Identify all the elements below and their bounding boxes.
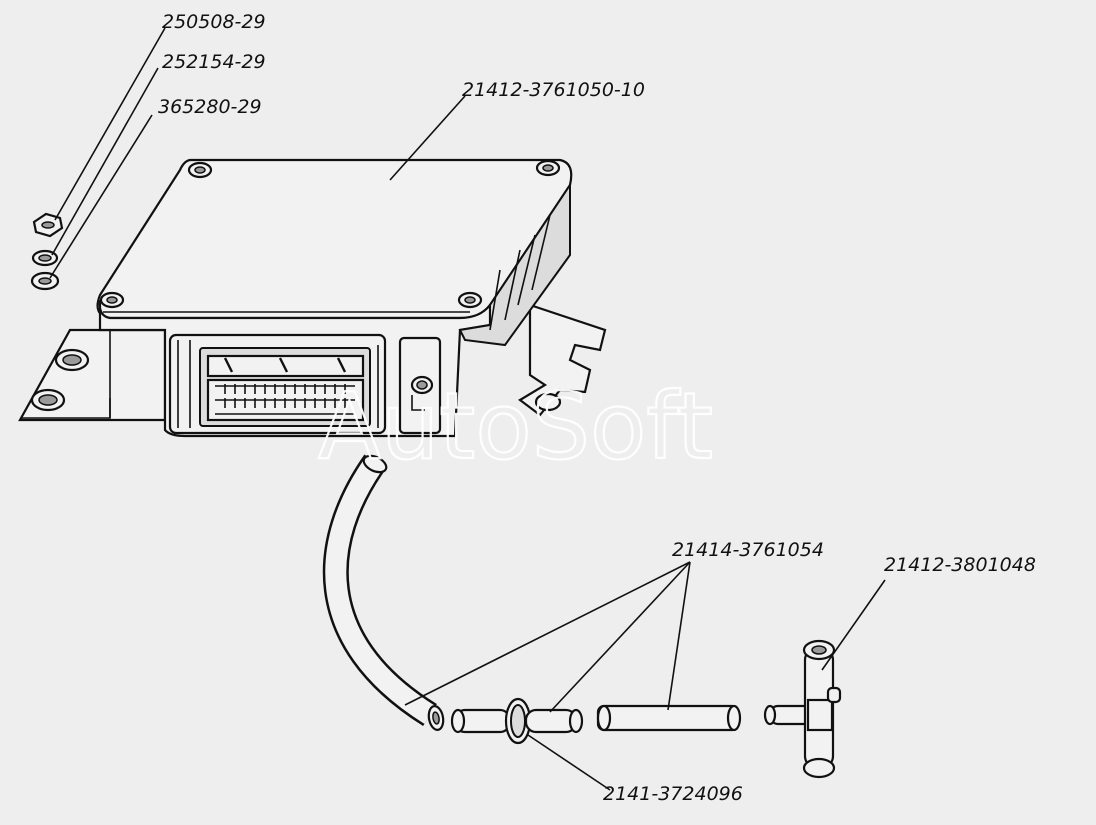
label-hose: 21414-3761054 (672, 539, 824, 561)
hose-connector (450, 697, 584, 745)
mounting-bracket (18, 303, 607, 422)
label-nut: 250508-29 (162, 11, 266, 33)
leader-lines (49, 27, 886, 791)
part-labels: 250508-29 252154-29 365280-29 21412-3761… (158, 11, 1036, 805)
straight-hose (596, 704, 742, 732)
label-lock-washer: 252154-29 (162, 51, 266, 73)
connector-pins (215, 384, 355, 415)
label-connector: 2141-3724096 (603, 783, 743, 805)
vacuum-hose (322, 454, 445, 731)
label-tee: 21412-3801048 (884, 554, 1036, 576)
harness-connector-socket (168, 333, 442, 435)
tee-fitting (763, 639, 842, 779)
label-control-unit: 21412-3761050-10 (462, 79, 645, 101)
label-flat-washer: 365280-29 (158, 96, 262, 118)
fasteners (30, 212, 64, 291)
watermark: AutoSoft (318, 373, 713, 480)
